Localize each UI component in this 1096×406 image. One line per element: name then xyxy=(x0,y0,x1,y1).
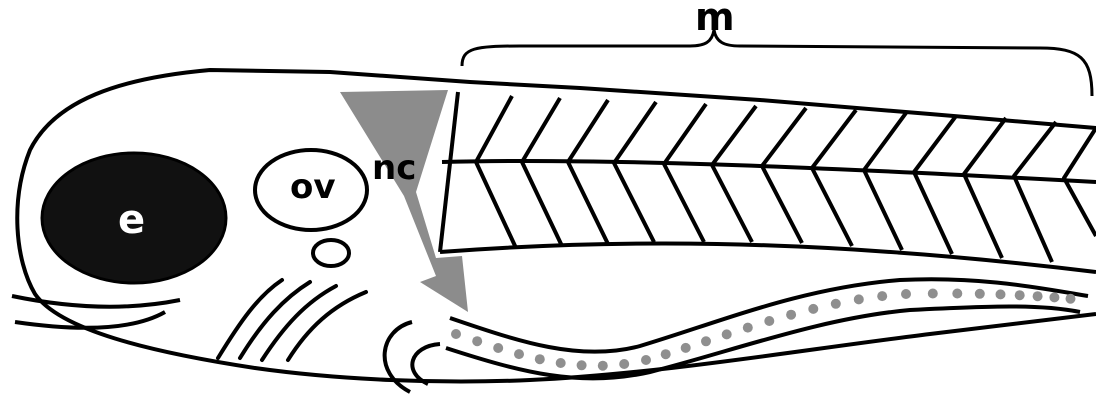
gut-dot xyxy=(854,294,864,304)
gut-tube xyxy=(446,279,1088,378)
lower-jaw-line xyxy=(15,312,165,328)
gut-dot xyxy=(808,304,818,314)
gut-dot xyxy=(996,289,1006,299)
gut-dot xyxy=(577,360,587,370)
gut-dot xyxy=(619,359,629,369)
gut-dot xyxy=(764,316,774,326)
gut-dot xyxy=(1049,292,1059,302)
gut-dot xyxy=(451,329,461,339)
gut-dot xyxy=(1066,294,1076,304)
gut-dot xyxy=(877,291,887,301)
gut-dot xyxy=(1033,291,1043,301)
gut-dot xyxy=(641,355,651,365)
gut-dot xyxy=(743,323,753,333)
gut-dot xyxy=(928,289,938,299)
gut-dot xyxy=(952,289,962,299)
gut-dot xyxy=(661,349,671,359)
gut-dot xyxy=(901,289,911,299)
pectoral-fin-inner xyxy=(412,344,440,384)
gut-dot xyxy=(975,289,985,299)
gut-dot xyxy=(786,310,796,320)
small-vesicle-shape xyxy=(313,240,349,266)
gut-dot xyxy=(472,336,482,346)
muscle-label: m xyxy=(695,0,735,36)
gut-dot xyxy=(514,349,524,359)
otic-vesicle-label: ov xyxy=(290,170,336,204)
gut-dot xyxy=(1015,290,1025,300)
gut-dot xyxy=(493,343,503,353)
pharyngeal-arches xyxy=(218,280,366,360)
gut-dot xyxy=(831,299,841,309)
neural-crest-label: nc xyxy=(372,151,416,185)
gut-dot xyxy=(598,361,608,371)
gut-dot xyxy=(535,354,545,364)
gut-dot xyxy=(701,336,711,346)
gut-dot xyxy=(556,358,566,368)
eye-label: e xyxy=(118,200,145,240)
gut-dot xyxy=(722,329,732,339)
gut-dot xyxy=(681,343,691,353)
